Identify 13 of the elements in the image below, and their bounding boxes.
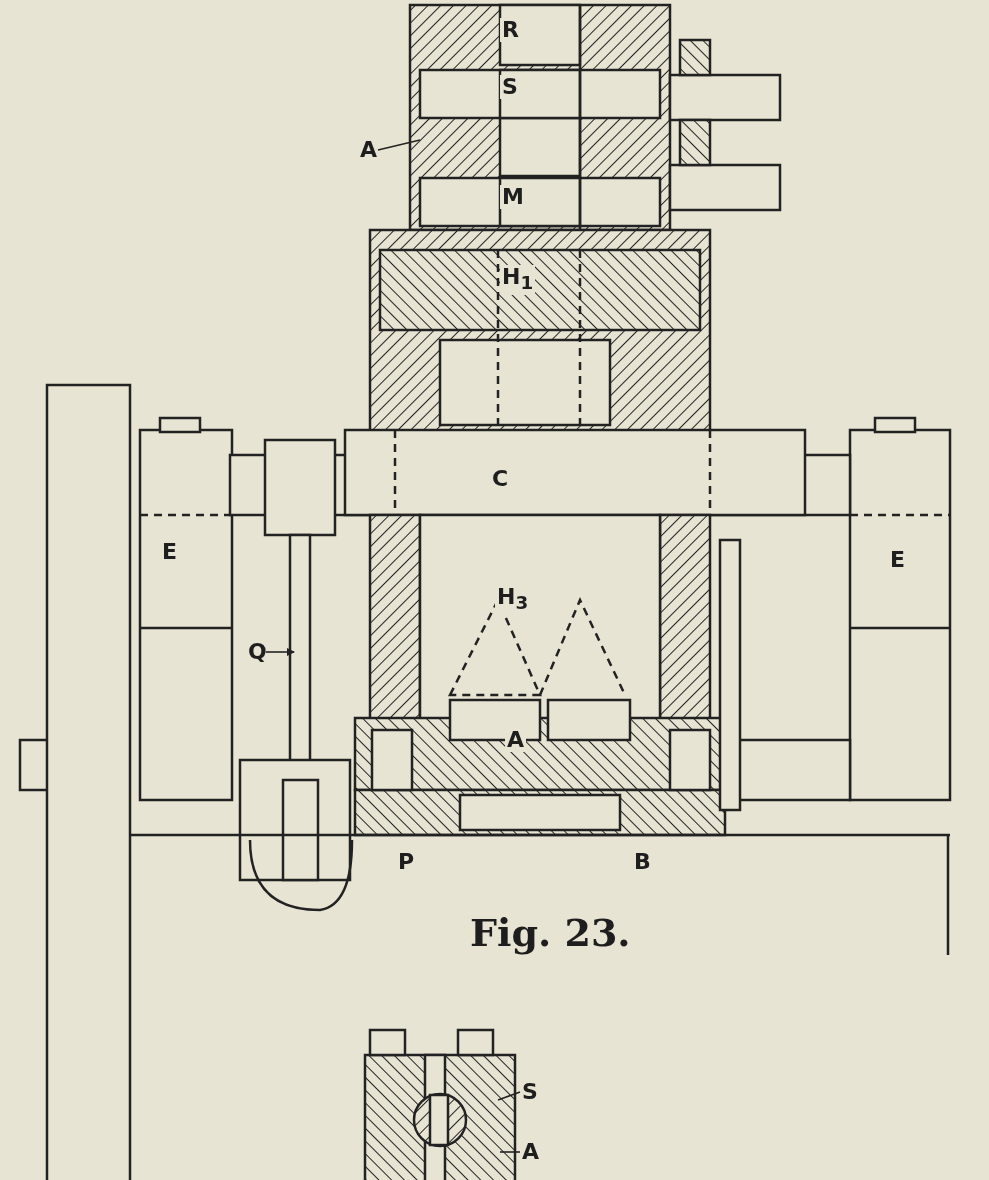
leader-line — [265, 648, 295, 656]
leader-line — [497, 1091, 521, 1101]
part-letter: R — [500, 18, 521, 42]
part-letter: H$_{1}$ — [500, 265, 536, 296]
leader-line — [377, 139, 421, 151]
part-letter: A — [505, 728, 527, 752]
leader-line — [499, 1151, 521, 1153]
part-letter: A — [360, 138, 378, 162]
part-letter: S — [522, 1080, 538, 1104]
figure-caption: Fig. 23. — [470, 910, 631, 955]
part-letter: S — [500, 75, 520, 99]
part-letter: A — [522, 1140, 540, 1164]
part-letter: Q — [248, 640, 267, 664]
